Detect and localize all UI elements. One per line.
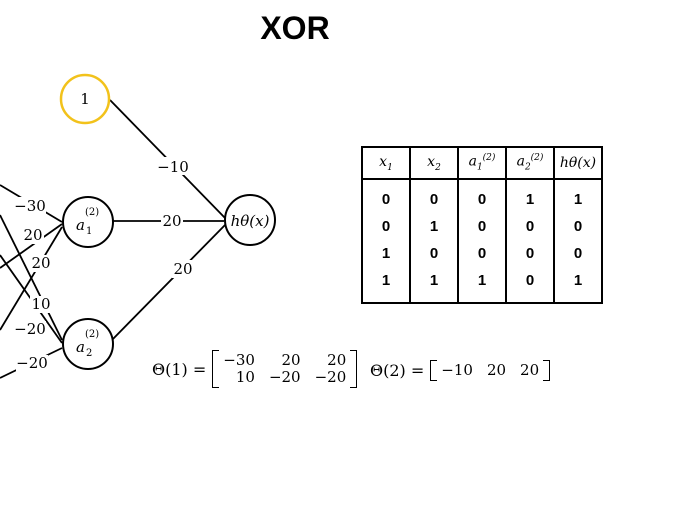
weight-left-1: −30 — [14, 197, 46, 215]
theta1-matrix: Θ(1) = −30 20 20 10 −20 −20 — [152, 350, 358, 388]
svg-text:1: 1 — [80, 90, 90, 108]
weight-left-3: 20 — [30, 254, 52, 272]
table-cell: 0 — [457, 179, 507, 213]
table-cell: 0 — [409, 179, 459, 213]
svg-text:20: 20 — [31, 254, 50, 272]
header-h: hθ(x) — [553, 147, 603, 180]
header-a1: a1(2) — [457, 147, 507, 180]
table-cell: 0 — [553, 240, 603, 267]
table-cell: 1 — [409, 267, 459, 303]
theta2-matrix: Θ(2) = −10 20 20 — [370, 360, 551, 381]
table-cell: 0 — [409, 240, 459, 267]
matrix-cell: 20 — [281, 351, 301, 369]
table-cell: 1 — [553, 267, 603, 303]
page-title: XOR — [260, 10, 330, 46]
hidden-node-a2: a (2) 2 — [62, 318, 114, 370]
table-cell: 0 — [457, 213, 507, 240]
table-cell: 1 — [553, 179, 603, 213]
edge-left-2 — [0, 223, 63, 269]
svg-text:−20: −20 — [14, 320, 46, 338]
svg-text:−20: −20 — [16, 354, 48, 372]
header-x2: x2 — [409, 147, 459, 180]
svg-text:10: 10 — [31, 295, 50, 313]
svg-text:−30: −30 — [14, 197, 46, 215]
truth-table-header: x1 x2 a1(2) a2(2) hθ(x) — [361, 147, 603, 180]
table-cell: 1 — [457, 267, 507, 303]
table-cell: 1 — [409, 213, 459, 240]
svg-text:(2): (2) — [85, 329, 99, 340]
table-row: 0 0 0 1 1 — [361, 179, 603, 213]
table-cell: 0 — [505, 213, 555, 240]
matrix-cell: −30 — [223, 351, 255, 369]
svg-text:1: 1 — [86, 226, 92, 237]
table-cell: 0 — [457, 240, 507, 267]
weight-left-5: −20 — [14, 320, 46, 338]
bias-node: 1 — [59, 73, 111, 125]
table-cell: 0 — [361, 213, 411, 240]
weight-a1-out: 20 — [161, 212, 183, 230]
edge-left-4 — [0, 214, 63, 341]
output-node: hθ(x) — [224, 194, 276, 246]
theta2-label: Θ(2) = — [370, 361, 425, 380]
matrix-cell: 20 — [486, 361, 507, 379]
svg-text:20: 20 — [162, 212, 181, 230]
theta1-label: Θ(1) = — [152, 359, 207, 379]
matrix-cell: −10 — [441, 361, 473, 379]
hidden-node-a1: a (2) 1 — [62, 196, 114, 248]
svg-text:20: 20 — [23, 226, 42, 244]
svg-text:2: 2 — [86, 348, 92, 359]
svg-text:a: a — [76, 338, 85, 356]
matrix-cell: −20 — [314, 368, 347, 386]
table-cell: 1 — [505, 179, 555, 213]
weight-left-2: 20 — [22, 226, 44, 244]
table-cell: 0 — [553, 213, 603, 240]
weight-a2-out: 20 — [172, 260, 194, 278]
svg-text:20: 20 — [173, 260, 192, 278]
table-cell: 1 — [361, 240, 411, 267]
table-row: 0 1 0 0 0 — [361, 213, 603, 240]
table-row: 1 1 1 0 1 — [361, 267, 603, 303]
header-x1: x1 — [361, 147, 411, 180]
matrix-cell: 10 — [235, 368, 255, 386]
truth-table: x1 x2 a1(2) a2(2) hθ(x) 0 0 0 1 1 0 1 0 … — [361, 146, 603, 304]
table-cell: 0 — [361, 179, 411, 213]
neural-network-diagram: −10 20 20 −30 20 20 10 −20 −20 1 a (2) — [0, 73, 276, 379]
weight-bias-out: −10 — [157, 157, 189, 176]
svg-text:(2): (2) — [85, 207, 99, 218]
weight-left-4: 10 — [30, 295, 52, 313]
edge-a2-out — [109, 223, 227, 343]
table-cell: 0 — [505, 267, 555, 303]
table-cell: 1 — [361, 267, 411, 303]
header-a2: a2(2) — [505, 147, 555, 180]
svg-text:−10: −10 — [157, 158, 189, 176]
matrix-cell: 20 — [327, 351, 347, 369]
matrix-cell: −20 — [268, 368, 301, 386]
matrix-cell: 20 — [520, 361, 540, 379]
table-row: 1 0 0 0 0 — [361, 240, 603, 267]
table-cell: 0 — [505, 240, 555, 267]
weight-left-6: −20 — [16, 354, 48, 372]
svg-text:a: a — [76, 216, 85, 234]
svg-text:hθ(x): hθ(x) — [231, 212, 270, 230]
